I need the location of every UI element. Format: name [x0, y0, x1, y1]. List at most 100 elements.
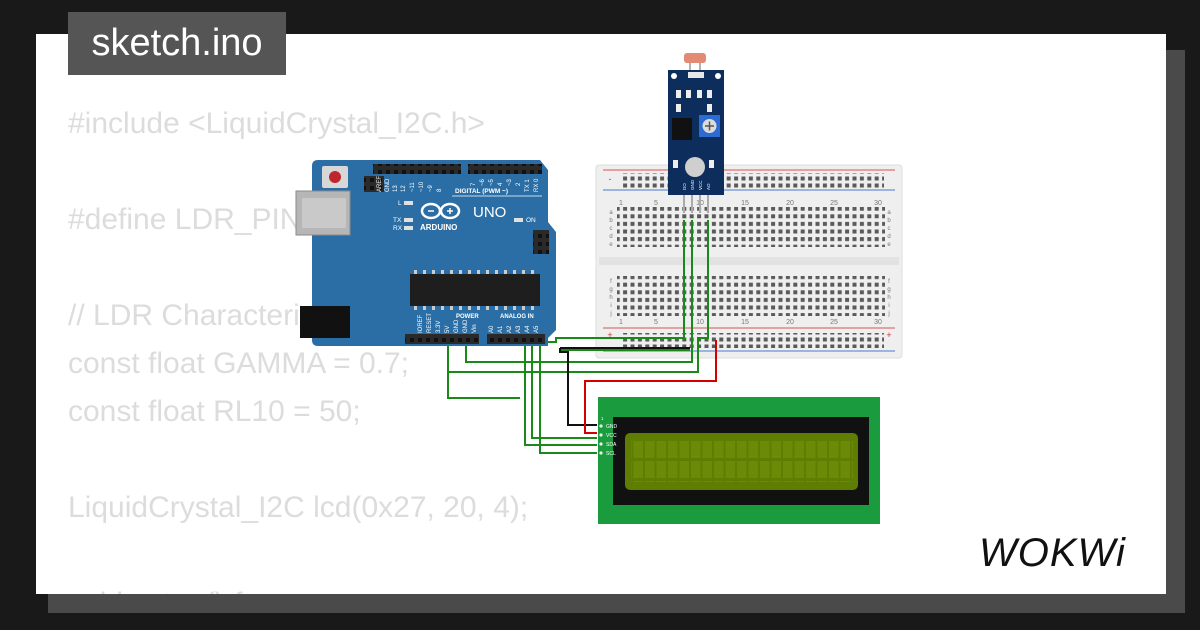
svg-text:~9: ~9 [428, 184, 434, 192]
svg-text:A2: A2 [507, 325, 513, 333]
svg-text:5V: 5V [445, 326, 451, 333]
svg-text:15: 15 [741, 319, 749, 326]
code-preview: #include <LiquidCrystal_I2C.h>#define LD… [68, 100, 528, 594]
svg-text:WOKWi: WOKWi [979, 531, 1126, 575]
lcd-i2c-display[interactable]: 1 GND VCC SDA SCL [598, 397, 880, 524]
icsp-header [533, 230, 549, 254]
svg-text:i: i [610, 303, 611, 309]
arduino-logo-icon [420, 202, 461, 220]
column-numbers-bottom: 1 5 10 15 20 25 30 [619, 319, 882, 326]
svg-text:1: 1 [619, 200, 623, 207]
svg-text:SCL: SCL [606, 451, 616, 457]
svg-text:10: 10 [696, 319, 704, 326]
svg-text:+: + [607, 330, 612, 340]
terminal-strip-bottom[interactable] [617, 276, 885, 316]
digital-header-title: DIGITAL (PWM ~) [455, 188, 508, 195]
analog-label: ANALOG IN [500, 314, 534, 320]
svg-text:30: 30 [874, 319, 882, 326]
svg-text:d: d [609, 234, 612, 240]
svg-text:GND: GND [463, 319, 469, 333]
svg-text:AO: AO [706, 183, 711, 190]
svg-text:GND: GND [385, 178, 391, 192]
svg-text:d: d [887, 234, 890, 240]
svg-text:h: h [609, 295, 612, 301]
svg-text:-: - [609, 174, 612, 184]
svg-text:j: j [609, 311, 611, 317]
svg-text:2: 2 [516, 182, 522, 186]
svg-text:~5: ~5 [489, 178, 495, 186]
svg-text:30: 30 [874, 200, 882, 207]
arduino-uno[interactable]: AREF GND 13 12 ~11 ~10 ~9 8 7 ~6 ~5 4 ~3… [295, 160, 556, 346]
digital-header-left[interactable] [373, 164, 461, 174]
svg-text:GND: GND [690, 179, 695, 190]
svg-text:b: b [887, 218, 891, 224]
svg-text:h: h [887, 295, 890, 301]
wokwi-logo: WOKWi [979, 531, 1126, 575]
row-letters: a b c d e f g h i j a b c d e f g h i j [609, 210, 891, 317]
svg-text:f: f [610, 279, 612, 285]
wire-green-2 [465, 220, 693, 363]
wires [447, 195, 717, 454]
on-label: ON [526, 217, 536, 224]
svg-text:15: 15 [741, 200, 749, 207]
svg-text:~11: ~11 [410, 182, 416, 192]
terminal-strip-top[interactable] [617, 207, 885, 247]
svg-text:25: 25 [830, 319, 838, 326]
svg-text:A5: A5 [534, 325, 540, 333]
code-line: #define LDR_PIN 2 [68, 203, 327, 236]
svg-text:12: 12 [401, 185, 407, 192]
svg-text:5: 5 [654, 200, 658, 207]
svg-text:20: 20 [786, 200, 794, 207]
svg-text:3.3V: 3.3V [436, 321, 442, 333]
svg-text:5: 5 [654, 319, 658, 326]
svg-text:e: e [609, 242, 613, 248]
svg-text:A1: A1 [498, 325, 504, 333]
svg-text:1: 1 [619, 319, 623, 326]
ldr-sensor-module[interactable]: DO GND VCC AO [668, 53, 724, 195]
svg-text:g: g [609, 287, 612, 293]
ldr-pin-labels: DO GND VCC AO [682, 179, 711, 190]
svg-text:~3: ~3 [507, 178, 513, 186]
power-label: POWER [456, 314, 479, 320]
digital-pin-labels: AREF GND 13 12 ~11 ~10 ~9 8 7 ~6 ~5 4 ~3… [377, 176, 540, 192]
svg-text:IOREF: IOREF [418, 314, 424, 333]
rx-led-label: RX [393, 225, 403, 232]
breadboard[interactable]: 1 5 10 15 20 25 30 1 5 10 15 20 25 30 a … [595, 164, 903, 359]
photoresistor-icon [684, 53, 706, 63]
svg-text:GND: GND [454, 319, 460, 333]
svg-text:GND: GND [606, 424, 618, 430]
code-line: const float GAMMA = 0.7; [68, 347, 409, 380]
power-header[interactable] [405, 334, 479, 344]
svg-text:AREF: AREF [377, 176, 383, 192]
svg-text:20: 20 [786, 319, 794, 326]
bottom-power-rail[interactable] [622, 333, 884, 348]
wire-green-5 [539, 340, 597, 454]
svg-text:a: a [609, 210, 613, 216]
svg-text:+: + [886, 330, 891, 340]
svg-text:1: 1 [601, 416, 604, 421]
svg-text:c: c [888, 226, 891, 232]
digital-header-right[interactable] [468, 164, 542, 174]
svg-text:RESET: RESET [427, 313, 433, 333]
comparator-chip [672, 118, 692, 140]
tx-led-label: TX [393, 217, 402, 224]
l-led-label: L [398, 200, 402, 207]
top-power-rail[interactable] [622, 173, 884, 188]
code-line: const float RL10 = 50; [68, 395, 361, 428]
sketch-filename-tab[interactable]: sketch.ino [68, 12, 286, 75]
code-line: void setup() { [68, 580, 528, 594]
analog-header[interactable] [487, 334, 545, 344]
svg-text:4: 4 [498, 182, 504, 186]
bottom-pin-labels: IOREF RESET 3.3V 5V GND GND Vin A0 A1 A2… [418, 313, 540, 333]
svg-text:a: a [887, 210, 891, 216]
atmega-chip [410, 274, 540, 306]
svg-text:g: g [887, 287, 890, 293]
arduino-brand: ARDUINO [420, 223, 457, 232]
svg-text:Vin: Vin [472, 324, 478, 333]
svg-text:VCC: VCC [698, 180, 703, 190]
wire-black-gnd [559, 347, 690, 426]
arduino-model: UNO [473, 204, 506, 221]
svg-text:25: 25 [830, 200, 838, 207]
svg-text:j: j [887, 311, 889, 317]
